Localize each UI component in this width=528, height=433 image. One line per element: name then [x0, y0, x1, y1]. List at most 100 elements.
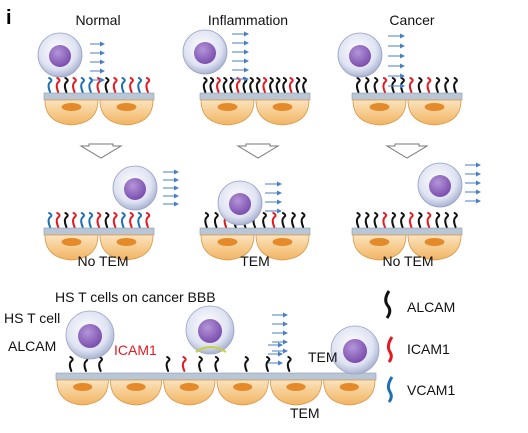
icam1-receptor — [129, 212, 134, 228]
endothelial-cell — [255, 234, 310, 261]
endothelial-nucleus — [272, 103, 293, 111]
alcam-receptor — [63, 212, 69, 228]
endothelium-layer — [43, 92, 463, 406]
t-cell-nucleus — [343, 339, 367, 363]
alcam-receptor — [198, 356, 203, 372]
alcam-receptor — [435, 77, 441, 93]
alcam-receptor — [400, 212, 405, 228]
endothelial-cell — [99, 99, 154, 126]
endothelial-nucleus — [272, 238, 293, 246]
alcam-receptor — [255, 77, 261, 93]
icam1-receptor — [96, 77, 102, 93]
icam1-receptor — [271, 212, 277, 228]
endothelial-nucleus — [116, 103, 137, 111]
legend-icam1-swatch — [386, 336, 394, 363]
icam1-receptor — [288, 77, 294, 93]
endothelial-nucleus — [217, 238, 238, 246]
legend-icam1-label: ICAM1 — [407, 341, 450, 357]
endothelial-nucleus — [217, 103, 238, 111]
icam1-receptor — [382, 212, 388, 228]
endothelial-nucleus — [61, 238, 82, 246]
alcam-receptor — [68, 356, 74, 372]
icam1-receptor — [112, 212, 118, 228]
alcam-callout: ALCAM — [8, 338, 56, 354]
endothelial-nucleus — [116, 238, 137, 246]
vcam1-receptor — [47, 77, 53, 93]
alcam-receptor — [355, 77, 361, 93]
receptor-layer — [47, 77, 458, 372]
vcam1-receptor — [80, 77, 85, 93]
icam1-receptor — [262, 77, 268, 93]
alcam-receptor — [214, 356, 220, 372]
alcam-receptor — [222, 77, 228, 93]
icam1-receptor — [96, 212, 102, 228]
alcam-receptor — [417, 212, 423, 228]
alcam-receptor — [355, 212, 361, 228]
vcam1-receptor — [80, 212, 85, 228]
alcam-receptor — [453, 77, 458, 93]
icam1-receptor — [426, 212, 432, 228]
down-arrow — [236, 143, 280, 159]
basement-membrane — [55, 372, 377, 381]
icam1-receptor — [55, 212, 61, 228]
alcam-receptor — [364, 212, 370, 228]
endothelial-nucleus — [233, 383, 253, 391]
alcam-receptor — [417, 77, 423, 93]
endothelial-cell — [99, 234, 154, 261]
alcam-receptor — [213, 212, 219, 228]
alcam-receptor — [249, 77, 254, 93]
endothelial-cell — [200, 234, 255, 261]
endothelial-nucleus — [73, 383, 93, 391]
icam1-receptor — [181, 356, 187, 372]
icam1-receptor — [72, 212, 77, 228]
endothelial-nucleus — [369, 103, 390, 111]
down-arrow — [385, 143, 429, 159]
legend: ALCAM ICAM1 VCAM1 — [384, 290, 455, 403]
alcam-receptor — [302, 77, 307, 93]
alcam-receptor — [453, 212, 458, 228]
endothelial-nucleus — [369, 238, 390, 246]
endothelial-cell — [163, 379, 216, 406]
down-arrow — [79, 143, 123, 159]
alcam-receptor — [364, 77, 370, 93]
endothelial-cell — [352, 99, 407, 126]
vcam1-receptor — [47, 212, 53, 228]
outcome-label-normal: No TEM — [77, 253, 128, 269]
endothelial-nucleus — [286, 383, 306, 391]
alcam-receptor — [229, 77, 235, 93]
alcam-receptor — [244, 356, 249, 372]
icam1-receptor — [235, 77, 241, 93]
basement-membrane — [43, 227, 155, 236]
condition-title-cancer: Cancer — [389, 12, 434, 28]
alcam-receptor — [275, 77, 281, 93]
alcam-receptor — [373, 212, 379, 228]
basement-membrane — [43, 92, 155, 101]
endothelial-nucleus — [126, 383, 146, 391]
t-cell-nucleus — [124, 178, 146, 200]
outcome-label-cancer: No TEM — [382, 253, 433, 269]
alcam-receptor — [391, 77, 397, 93]
alcam-receptor — [262, 212, 267, 228]
vcam1-receptor — [88, 77, 94, 93]
basement-membrane — [351, 227, 463, 236]
endothelial-cell — [44, 234, 99, 261]
alcam-receptor — [295, 77, 301, 93]
panel-letter: i — [6, 7, 12, 29]
icam1-receptor — [426, 77, 432, 93]
basement-membrane — [199, 227, 311, 236]
endothelial-cell — [255, 99, 310, 126]
icam1-receptor — [112, 77, 118, 93]
endothelial-cell — [216, 379, 269, 406]
legend-vcam1-swatch — [386, 376, 394, 403]
alcam-receptor — [209, 77, 215, 93]
endothelial-cell — [407, 234, 462, 261]
legend-alcam-swatch — [384, 290, 392, 319]
alcam-receptor — [300, 212, 306, 228]
alcam-receptor — [165, 356, 171, 372]
alcam-receptor — [63, 77, 69, 93]
alcam-receptor — [242, 77, 248, 93]
icam1-receptor — [216, 77, 221, 93]
tem-below-label: TEM — [290, 405, 320, 421]
vcam1-receptor — [120, 212, 126, 228]
legend-alcam-label: ALCAM — [407, 299, 455, 315]
